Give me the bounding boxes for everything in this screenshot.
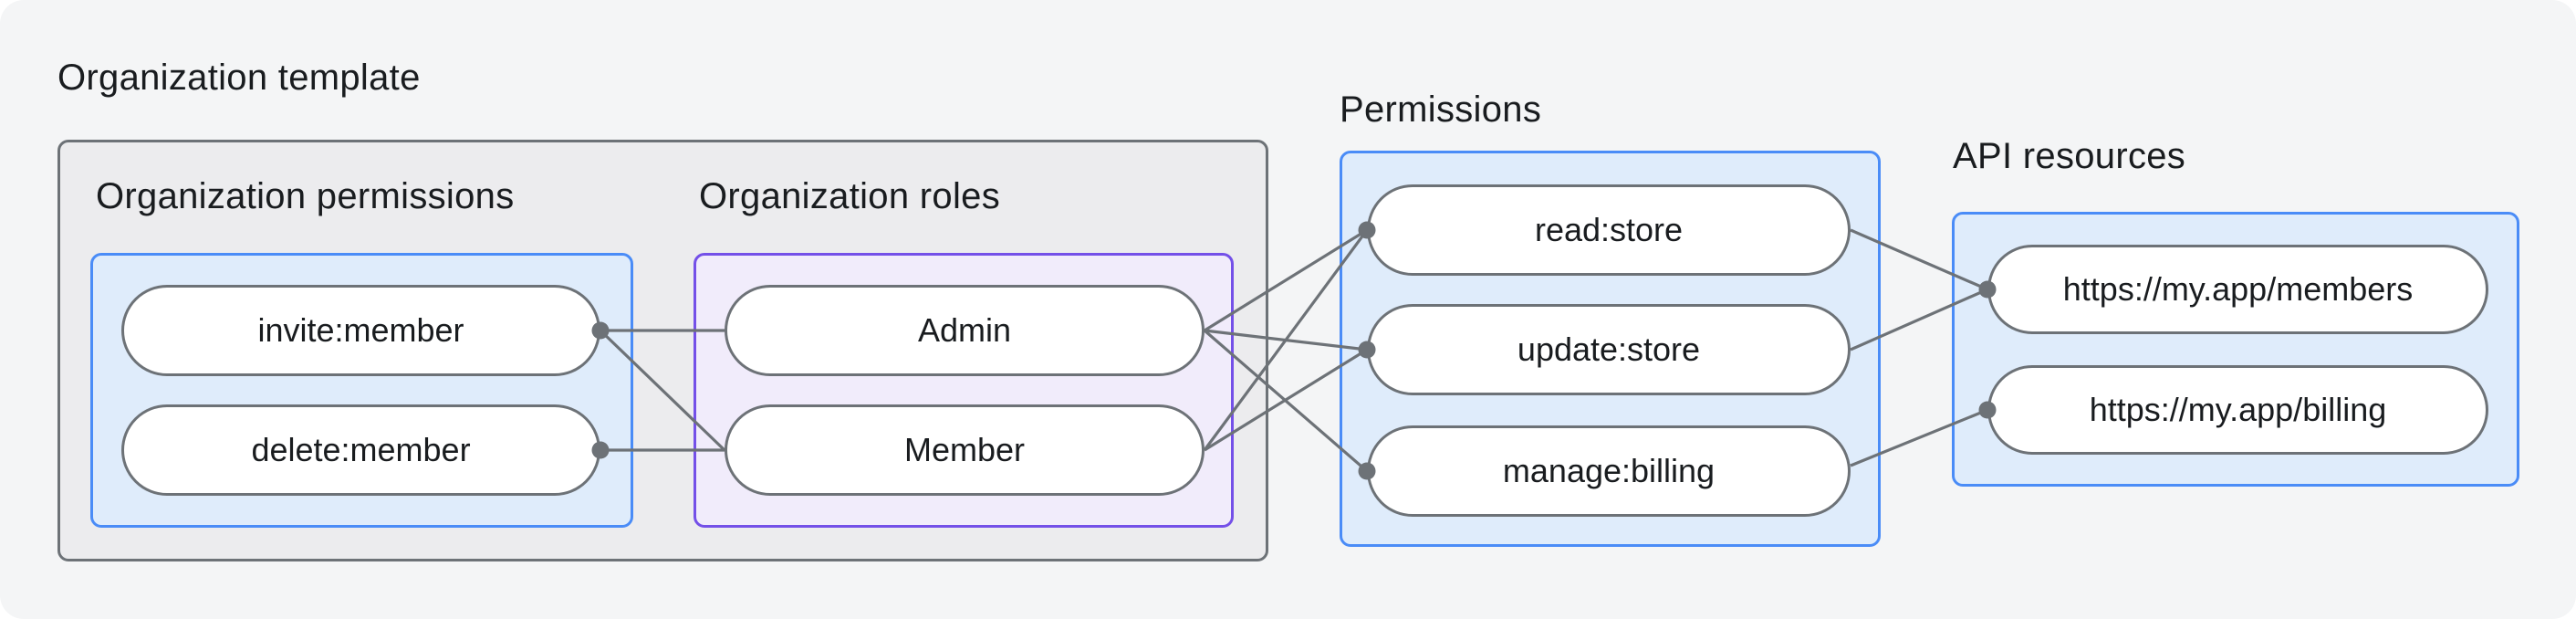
organization-template-label: Organization template [57, 58, 421, 98]
node-label: manage:billing [1502, 452, 1716, 489]
node-label: invite:member [257, 311, 464, 349]
node-manage-billing: manage:billing [1367, 425, 1851, 517]
api-resources-label: API resources [1953, 136, 2186, 176]
node-api-billing-url: https://my.app/billing [1987, 365, 2488, 455]
permissions-label: Permissions [1340, 89, 1542, 130]
node-label: https://my.app/members [2062, 270, 2414, 308]
node-delete-member: delete:member [121, 404, 600, 496]
node-label: update:store [1517, 330, 1701, 368]
node-invite-member: invite:member [121, 285, 600, 376]
node-admin-role: Admin [725, 285, 1205, 376]
node-label: Member [903, 431, 1026, 468]
node-api-members-url: https://my.app/members [1987, 245, 2488, 334]
node-label: read:store [1534, 211, 1684, 248]
node-label: delete:member [251, 431, 471, 468]
node-update-store: update:store [1367, 304, 1851, 395]
node-member-role: Member [725, 404, 1205, 496]
organization-permissions-label: Organization permissions [96, 176, 515, 216]
organization-roles-label: Organization roles [699, 176, 1001, 216]
node-label: https://my.app/billing [2089, 391, 2387, 428]
node-label: Admin [917, 311, 1012, 349]
node-read-store: read:store [1367, 184, 1851, 276]
